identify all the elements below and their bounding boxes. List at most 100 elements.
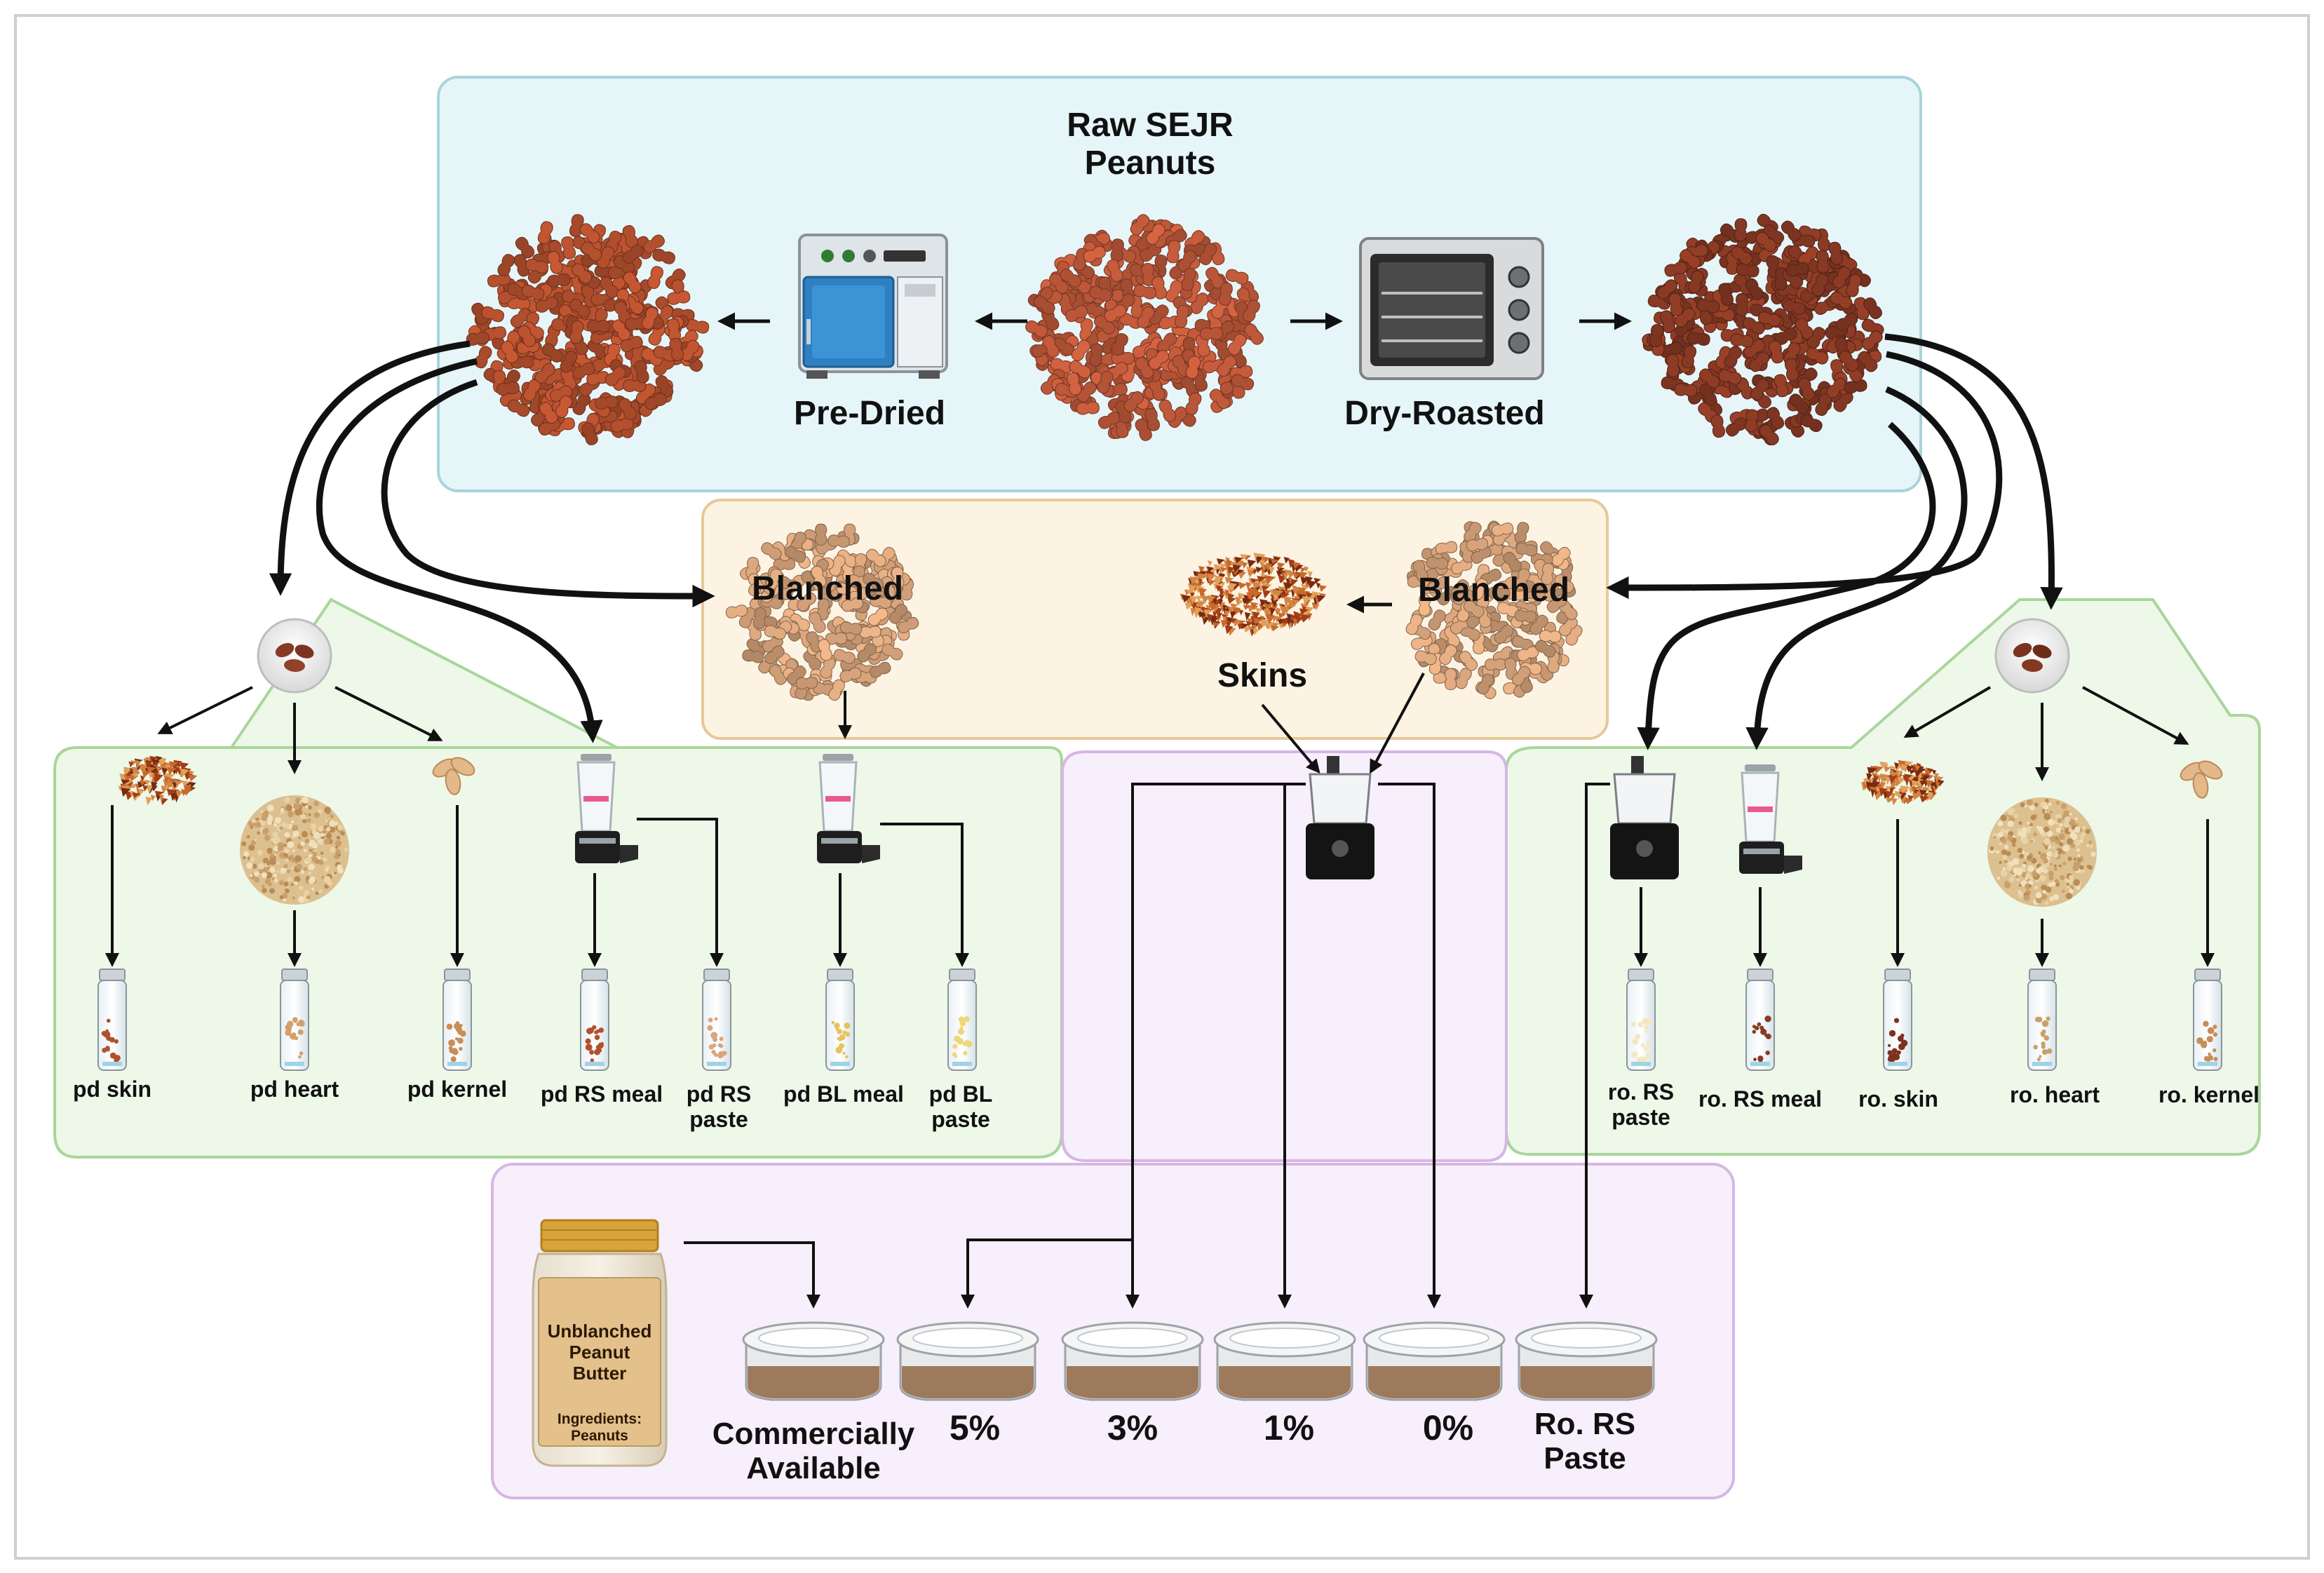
peanut-piece — [1769, 340, 1784, 364]
skin-flake — [139, 764, 146, 771]
skin-flake — [1267, 614, 1275, 623]
skin-flake — [137, 789, 144, 795]
peanut-piece — [829, 555, 846, 576]
peanut-piece — [1815, 393, 1832, 416]
peanut-piece — [1736, 377, 1755, 400]
skin-flake — [1212, 598, 1218, 604]
arrow-ro-processor-to-paste — [1579, 783, 1610, 1309]
skin-flake — [1215, 585, 1222, 592]
sample-tube-icon — [442, 968, 472, 1071]
peanut-piece — [1076, 401, 1100, 415]
peanut-piece — [1466, 538, 1489, 552]
skin-flake — [1197, 581, 1205, 587]
skin-flake — [1255, 555, 1263, 565]
skin-flake — [130, 760, 137, 766]
skin-flake — [1189, 595, 1199, 603]
peanut-piece — [1148, 378, 1166, 401]
skin-flake — [1205, 605, 1212, 612]
skin-flake — [163, 776, 170, 784]
peanut-butter-containers — [742, 1321, 1658, 1401]
arrow-roasted-to-ro-rs-paste — [1637, 421, 1936, 750]
peanut-piece — [1529, 614, 1548, 635]
skin-flake — [166, 788, 175, 797]
skin-flake — [158, 759, 164, 768]
peanut-piece — [1089, 285, 1112, 302]
skin-flake — [1207, 573, 1217, 582]
skin-flake — [1220, 567, 1227, 573]
peanut-piece — [1227, 333, 1247, 356]
skin-flake — [140, 780, 147, 785]
peanut-piece — [1097, 370, 1114, 394]
skin-flake — [1210, 604, 1219, 611]
peanut-piece — [665, 269, 686, 290]
peanut-piece — [642, 306, 658, 330]
pd-bl-paste-label: pd BL paste — [928, 1081, 993, 1132]
skin-flake — [1305, 576, 1313, 586]
skin-flake — [1243, 605, 1251, 610]
ro-rs-paste-label: ro. RS paste — [1607, 1079, 1675, 1130]
skin-flake — [1252, 628, 1259, 635]
peanut-piece — [809, 612, 826, 633]
skin-flake — [1880, 781, 1886, 789]
ro-heart-label: ro. heart — [2009, 1082, 2100, 1107]
1pct-label: 1% — [1263, 1408, 1315, 1447]
peanut-piece — [1743, 317, 1765, 335]
sample-tube-icon — [1745, 968, 1775, 1071]
skin-flake — [1203, 609, 1212, 617]
skin-flake — [1226, 560, 1232, 569]
peanut-piece — [541, 343, 563, 363]
sample-tubes — [97, 968, 2222, 1071]
peanut-piece — [1485, 658, 1507, 671]
skin-flake — [1212, 621, 1220, 627]
peanut-piece — [1734, 218, 1748, 242]
skin-flake — [1915, 765, 1920, 771]
skin-flake — [1917, 784, 1924, 794]
peanut-piece — [863, 572, 884, 590]
peanut-piece — [1034, 295, 1055, 315]
ro-food-processor-icon — [1610, 756, 1679, 879]
peanut-piece — [811, 565, 827, 588]
peanut-piece — [1041, 308, 1060, 331]
skin-flake — [1252, 624, 1258, 632]
skin-flake — [184, 787, 193, 796]
peanut-piece — [1730, 333, 1754, 348]
peanut-piece — [655, 375, 674, 398]
ro-rs-blender-icon — [1739, 764, 1802, 874]
peanut-piece — [1137, 306, 1155, 329]
skin-flake — [1214, 575, 1224, 583]
peanut-piece — [753, 607, 766, 630]
skin-flake — [1292, 572, 1300, 579]
peanut-piece — [769, 664, 787, 685]
skin-flake — [1292, 619, 1298, 627]
skin-flake — [1287, 570, 1297, 579]
skin-flake — [174, 779, 184, 786]
peanut-piece — [1839, 351, 1859, 372]
skin-flake — [1239, 623, 1250, 630]
peanut-piece — [1535, 640, 1556, 658]
skin-flake — [156, 794, 161, 802]
peanut-piece — [1668, 292, 1683, 316]
skin-flake — [131, 767, 137, 776]
peanut-piece — [1463, 600, 1485, 618]
skin-flake — [1217, 607, 1222, 614]
peanut-piece — [1806, 347, 1829, 365]
peanut-piece — [764, 645, 785, 665]
skin-flake — [189, 774, 198, 782]
roasted-skins-pile — [1180, 552, 1327, 637]
peanut-piece — [600, 276, 619, 299]
sample-tube-icon — [702, 968, 731, 1071]
peanut-piece — [1514, 609, 1537, 623]
peanut-piece — [1185, 392, 1202, 415]
peanut-piece — [1428, 576, 1450, 594]
skin-flake — [1883, 766, 1891, 773]
skin-flake — [1218, 598, 1223, 605]
peanut-piece — [1731, 246, 1752, 265]
skin-flake — [1219, 594, 1224, 601]
skin-flake — [1207, 560, 1212, 567]
peanut-piece — [1699, 383, 1717, 406]
food-processor-icon — [1306, 756, 1374, 879]
skin-flake — [1261, 585, 1269, 591]
skin-flake — [1206, 614, 1213, 623]
5pct-label: 5% — [949, 1408, 1001, 1447]
skin-flake — [125, 775, 132, 781]
